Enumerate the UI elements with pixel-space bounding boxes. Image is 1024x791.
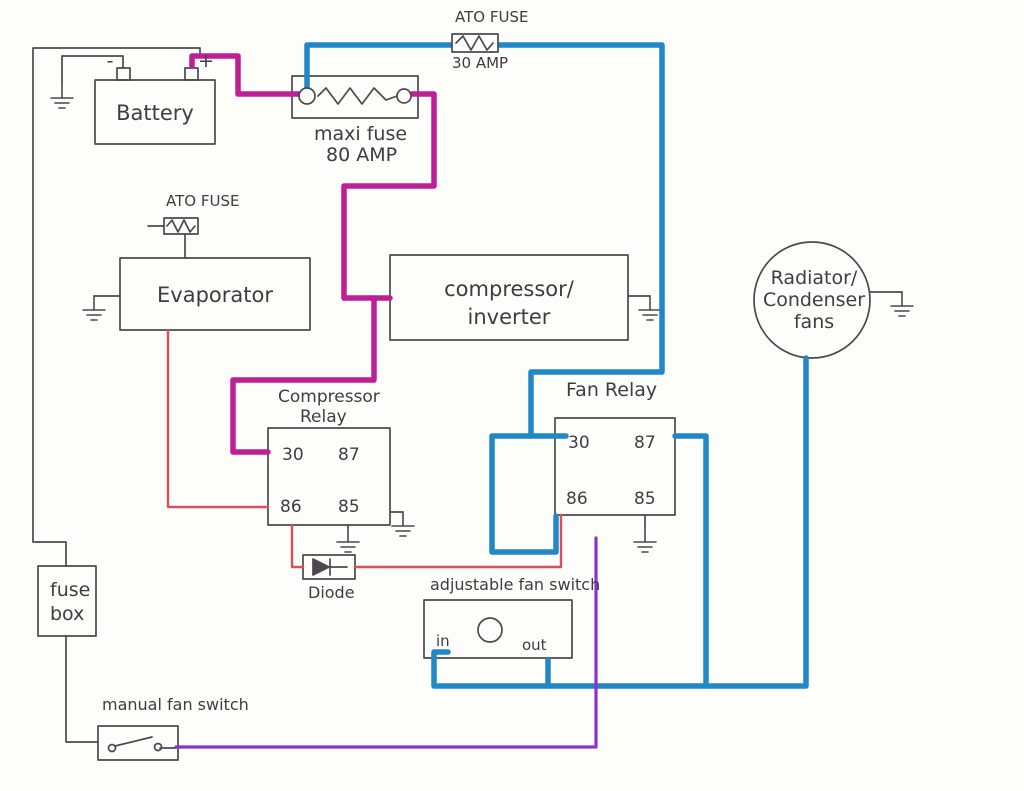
evaporator-label: Evaporator (157, 283, 273, 307)
wire-battery-minus-to-ground (61, 55, 124, 85)
fans-label-line3: fans (794, 311, 834, 333)
maxi-fuse-terminal-right (396, 88, 412, 104)
fuse-box-label-line1: fuse (50, 579, 90, 601)
manual-fan-switch-contact-right (153, 742, 163, 752)
wire-maxi-fuse-to-ato-fuse (304, 42, 455, 91)
wire-fuse-box-to-manual-switch (65, 635, 99, 743)
ato-fuse-top-label: ATO FUSE (455, 8, 528, 26)
compressor-relay-terminal-87: 87 (338, 445, 360, 465)
ato-fuse-top-element (455, 35, 494, 51)
battery-label: Battery (116, 101, 194, 125)
wire-battery-to-fuse-box (32, 47, 201, 567)
blue-wires (304, 42, 809, 689)
wire-fan-relay-86-branch (489, 433, 559, 555)
adjustable-fan-switch-out-label: out (522, 636, 547, 654)
ground-symbol (638, 295, 662, 321)
ground-symbol (50, 83, 74, 109)
compressor-relay-terminal-85: 85 (338, 497, 360, 517)
battery-minus-post (116, 67, 131, 81)
maxi-fuse-label: maxi fuse (314, 123, 407, 145)
wire-battery-plus-to-maxi-fuse (189, 53, 302, 97)
battery-box (94, 79, 216, 145)
compressor-relay-box (267, 427, 391, 526)
red-wires (166, 328, 563, 569)
ground-symbol (391, 511, 415, 537)
evaporator-box (119, 257, 311, 331)
ato-fuse-evap-label: ATO FUSE (166, 192, 239, 210)
manual-fan-switch-contact-left (107, 743, 117, 753)
battery-minus-label: - (107, 50, 114, 72)
magenta-wires (189, 53, 437, 455)
fans-circle (753, 241, 871, 359)
adjustable-fan-switch-knob (477, 617, 503, 643)
ground-symbol (890, 291, 914, 317)
wire-evaporator-to-compressor-relay-86 (166, 328, 270, 509)
fuse-box-label-line2: box (50, 603, 84, 625)
wire-fan-relay-87-to-fans (672, 433, 709, 689)
fans-label-line2: Condenser (763, 289, 865, 311)
ground-symbol (336, 527, 360, 553)
ground-symbol (82, 295, 106, 321)
adjustable-fan-switch-in-label: in (436, 632, 450, 650)
ato-fuse-evap-element (166, 219, 196, 233)
maxi-fuse-box (291, 75, 419, 119)
wire-compressor-relay-to-diode (290, 523, 305, 569)
maxi-fuse-terminal-left (298, 87, 316, 105)
battery-plus-post (184, 67, 199, 81)
fans-label-line1: Radiator/ (771, 267, 858, 289)
ground-symbol (633, 527, 657, 553)
maxi-fuse-rating: 80 AMP (326, 144, 397, 166)
maxi-fuse-element (317, 87, 398, 105)
wire-manual-switch-to-fan-relay (174, 536, 598, 749)
compressor-relay-label-line2: Relay (300, 407, 347, 427)
manual-fan-switch-lever (114, 736, 153, 747)
manual-fan-switch-label: manual fan switch (102, 695, 249, 714)
wire-to-compressor-relay-30 (230, 295, 377, 455)
wire-ato-fuse-to-fan-relay-30 (495, 42, 665, 439)
fan-relay-terminal-30: 30 (568, 433, 590, 453)
battery-plus-label: + (198, 50, 214, 72)
fan-relay-terminal-86: 86 (566, 489, 588, 509)
diode-label: Diode (308, 583, 355, 602)
wire-maxi-fuse-down (341, 91, 437, 301)
compressor-relay-label-line1: Compressor (278, 387, 380, 407)
wire-fans-to-adjustable-switch-in (431, 355, 809, 689)
ink-layer (32, 47, 914, 761)
compressor-relay-terminal-86: 86 (280, 497, 302, 517)
compressor-inverter-label-line1: compressor/ (444, 277, 575, 301)
fuse-box-box (37, 565, 97, 637)
symbol-overlays (298, 33, 499, 105)
wire-diode-to-fan-relay-86 (353, 513, 563, 569)
adjustable-fan-switch-label: adjustable fan switch (430, 575, 600, 594)
labels-layer: ATO FUSE 30 AMP Battery - + maxi fuse 80… (50, 8, 865, 714)
compressor-inverter-label-line2: inverter (468, 305, 551, 329)
fan-relay-terminal-87: 87 (634, 433, 656, 453)
purple-wires (174, 536, 598, 749)
fan-relay-label: Fan Relay (566, 379, 657, 401)
adjustable-fan-switch-box (423, 599, 573, 659)
fan-relay-box (554, 417, 676, 516)
diode-symbol (312, 558, 330, 576)
manual-fan-switch-box (97, 725, 179, 761)
fan-relay-terminal-85: 85 (634, 489, 656, 509)
compressor-relay-terminal-30: 30 (282, 445, 304, 465)
ato-fuse-top-rating: 30 AMP (452, 54, 508, 72)
